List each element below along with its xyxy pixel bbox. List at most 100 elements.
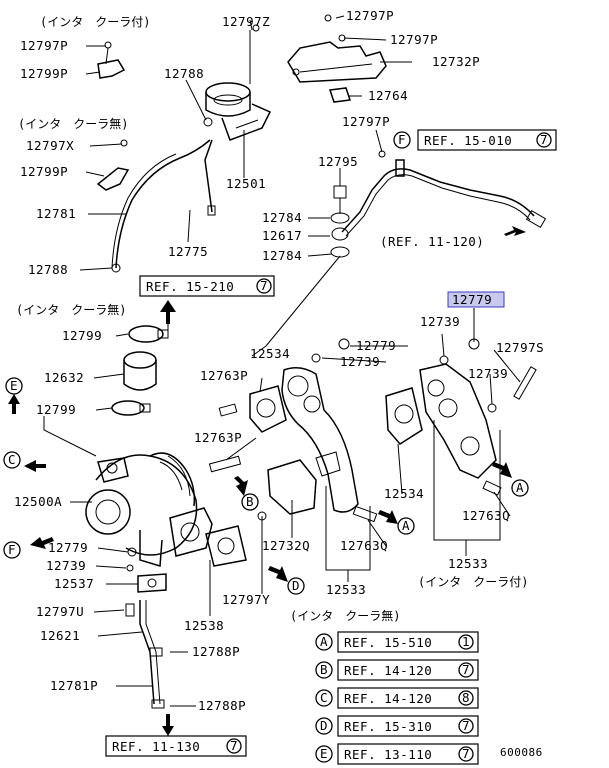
arrow-11-120 bbox=[504, 226, 526, 236]
label-12788-b[interactable]: 12788 bbox=[28, 262, 68, 277]
note-without-intercooler-top: (インタ クーラ無) bbox=[18, 116, 128, 131]
label-12533-a[interactable]: 12533 bbox=[448, 556, 488, 571]
legend-row-A[interactable]: A REF. 15-510 1 bbox=[315, 631, 479, 653]
oil-return-pipe-12781P bbox=[125, 600, 165, 709]
marker-D-circle[interactable]: D bbox=[287, 577, 305, 595]
label-12781P[interactable]: 12781P bbox=[50, 678, 98, 693]
water-pipe-right bbox=[341, 159, 547, 237]
label-12797P-c[interactable]: 12797P bbox=[390, 32, 438, 47]
arrow-up-15-210 bbox=[160, 300, 176, 324]
label-12739-a[interactable]: 12739 bbox=[420, 314, 460, 329]
ref-15-210-text: REF. 15-210 bbox=[146, 279, 234, 294]
arrow-B bbox=[234, 476, 248, 496]
label-12537[interactable]: 12537 bbox=[54, 576, 94, 591]
diagram-id: 600086 bbox=[500, 746, 543, 759]
legend-row-D[interactable]: D REF. 15-310 7 bbox=[315, 715, 479, 737]
marker-A-circle-middle[interactable]: A bbox=[397, 517, 415, 535]
label-12763Q-a[interactable]: 12763Q bbox=[462, 508, 510, 523]
ref-15-210-group[interactable]: REF. 15-210 7 bbox=[139, 275, 275, 297]
label-12617[interactable]: 12617 bbox=[262, 228, 302, 243]
legend-A-num: 1 bbox=[462, 634, 470, 649]
label-12799-b[interactable]: 12799 bbox=[36, 402, 76, 417]
marker-F-circle-left[interactable]: F bbox=[3, 541, 21, 559]
marker-D-label: D bbox=[292, 578, 300, 593]
label-12797P-d[interactable]: 12797P bbox=[342, 114, 390, 129]
label-12797X[interactable]: 12797X bbox=[26, 138, 74, 153]
marker-B-circle[interactable]: B bbox=[241, 493, 259, 511]
legend-row-B[interactable]: B REF. 14-120 7 bbox=[315, 659, 479, 681]
legend-row-E[interactable]: E REF. 13-110 7 bbox=[315, 743, 479, 765]
ref-15-010-marker-circle bbox=[393, 131, 411, 149]
label-12797U[interactable]: 12797U bbox=[36, 604, 84, 619]
reference-legend: A REF. 15-510 1 B REF. 14-120 7 C REF. 1… bbox=[315, 631, 479, 765]
bracket-12732P bbox=[287, 41, 387, 83]
label-12799-a[interactable]: 12799 bbox=[62, 328, 102, 343]
legend-D-ref: REF. 15-310 bbox=[344, 719, 432, 734]
marker-A-label-middle: A bbox=[402, 518, 410, 533]
arrow-down-11-130 bbox=[162, 714, 174, 736]
label-12799P-a[interactable]: 12799P bbox=[20, 66, 68, 81]
label-12779-c[interactable]: 12779 bbox=[48, 540, 88, 555]
label-12779-b[interactable]: 12779 bbox=[356, 338, 396, 353]
label-12632[interactable]: 12632 bbox=[44, 370, 84, 385]
wastegate-actuator bbox=[205, 82, 272, 141]
arrow-A-middle bbox=[378, 510, 398, 524]
ref-11-120-group[interactable]: (REF. 11-120) bbox=[380, 234, 484, 249]
ref-11-130-text: REF. 11-130 bbox=[112, 739, 200, 754]
ref-11-130-num: 7 bbox=[230, 738, 238, 753]
gasket-12534-right bbox=[385, 387, 423, 445]
ref-11-130-group[interactable]: REF. 11-130 7 bbox=[105, 735, 247, 757]
note-with-intercooler-right: (インタ クーラ付) bbox=[418, 575, 528, 589]
label-12534-a[interactable]: 12534 bbox=[250, 346, 290, 361]
legend-A-letter: A bbox=[320, 634, 328, 649]
marker-B-label: B bbox=[246, 494, 254, 509]
label-12739-c[interactable]: 12739 bbox=[468, 366, 508, 381]
label-12739-d[interactable]: 12739 bbox=[46, 558, 86, 573]
diagram-markers: E C F B D A A bbox=[3, 377, 529, 595]
label-12784-a[interactable]: 12784 bbox=[262, 210, 302, 225]
marker-A-circle-right[interactable]: A bbox=[511, 479, 529, 497]
legend-D-num: 7 bbox=[462, 718, 470, 733]
label-12788P-a[interactable]: 12788P bbox=[192, 644, 240, 659]
label-12788P-b[interactable]: 12788P bbox=[198, 698, 246, 713]
label-12538[interactable]: 12538 bbox=[184, 618, 224, 633]
part-labels: 12797Z 12797P 12797P 12797P 12799P 12788… bbox=[14, 8, 544, 713]
label-12500A[interactable]: 12500A bbox=[14, 494, 62, 509]
ref-15-010-group[interactable]: F REF. 15-010 7 bbox=[393, 129, 557, 151]
label-12781[interactable]: 12781 bbox=[36, 206, 76, 221]
label-12533-b[interactable]: 12533 bbox=[326, 582, 366, 597]
label-12763P-a[interactable]: 12763P bbox=[200, 368, 248, 383]
ref-11-130-num-circle bbox=[226, 738, 242, 754]
label-12763P-b[interactable]: 12763P bbox=[194, 430, 242, 445]
ref-15-210-box bbox=[139, 275, 275, 297]
label-12621[interactable]: 12621 bbox=[40, 628, 80, 643]
label-12779-highlighted[interactable]: 12779 bbox=[452, 292, 492, 307]
label-12739-b[interactable]: 12739 bbox=[340, 354, 380, 369]
label-12795[interactable]: 12795 bbox=[318, 154, 358, 169]
label-12788-a[interactable]: 12788 bbox=[164, 66, 204, 81]
label-12797P-a[interactable]: 12797P bbox=[346, 8, 394, 23]
hose-12632 bbox=[123, 351, 157, 391]
legend-E-letter: E bbox=[320, 746, 328, 761]
label-12763Q-b[interactable]: 12763Q bbox=[340, 538, 388, 553]
label-12797P-b[interactable]: 12797P bbox=[20, 38, 68, 53]
label-12534-b[interactable]: 12534 bbox=[384, 486, 424, 501]
label-12775[interactable]: 12775 bbox=[168, 244, 208, 259]
label-12797Z[interactable]: 12797Z bbox=[222, 14, 270, 29]
label-12501[interactable]: 12501 bbox=[226, 176, 266, 191]
label-12799P-b[interactable]: 12799P bbox=[20, 164, 68, 179]
gasket-12534-left bbox=[249, 385, 287, 433]
label-12732P[interactable]: 12732P bbox=[432, 54, 480, 69]
legend-row-C[interactable]: C REF. 14-120 8 bbox=[315, 687, 479, 709]
label-12732Q[interactable]: 12732Q bbox=[262, 538, 310, 553]
label-12784-b[interactable]: 12784 bbox=[262, 248, 302, 263]
label-12797Y[interactable]: 12797Y bbox=[222, 592, 270, 607]
marker-E-circle[interactable]: E bbox=[5, 377, 23, 395]
ref-15-010-num: 7 bbox=[540, 132, 548, 147]
label-12764[interactable]: 12764 bbox=[368, 88, 408, 103]
legend-B-letter: B bbox=[320, 662, 328, 677]
label-12797S[interactable]: 12797S bbox=[496, 340, 544, 355]
legend-D-letter: D bbox=[320, 718, 328, 733]
clamp-12799-upper bbox=[128, 325, 169, 343]
marker-C-circle[interactable]: C bbox=[3, 451, 21, 469]
